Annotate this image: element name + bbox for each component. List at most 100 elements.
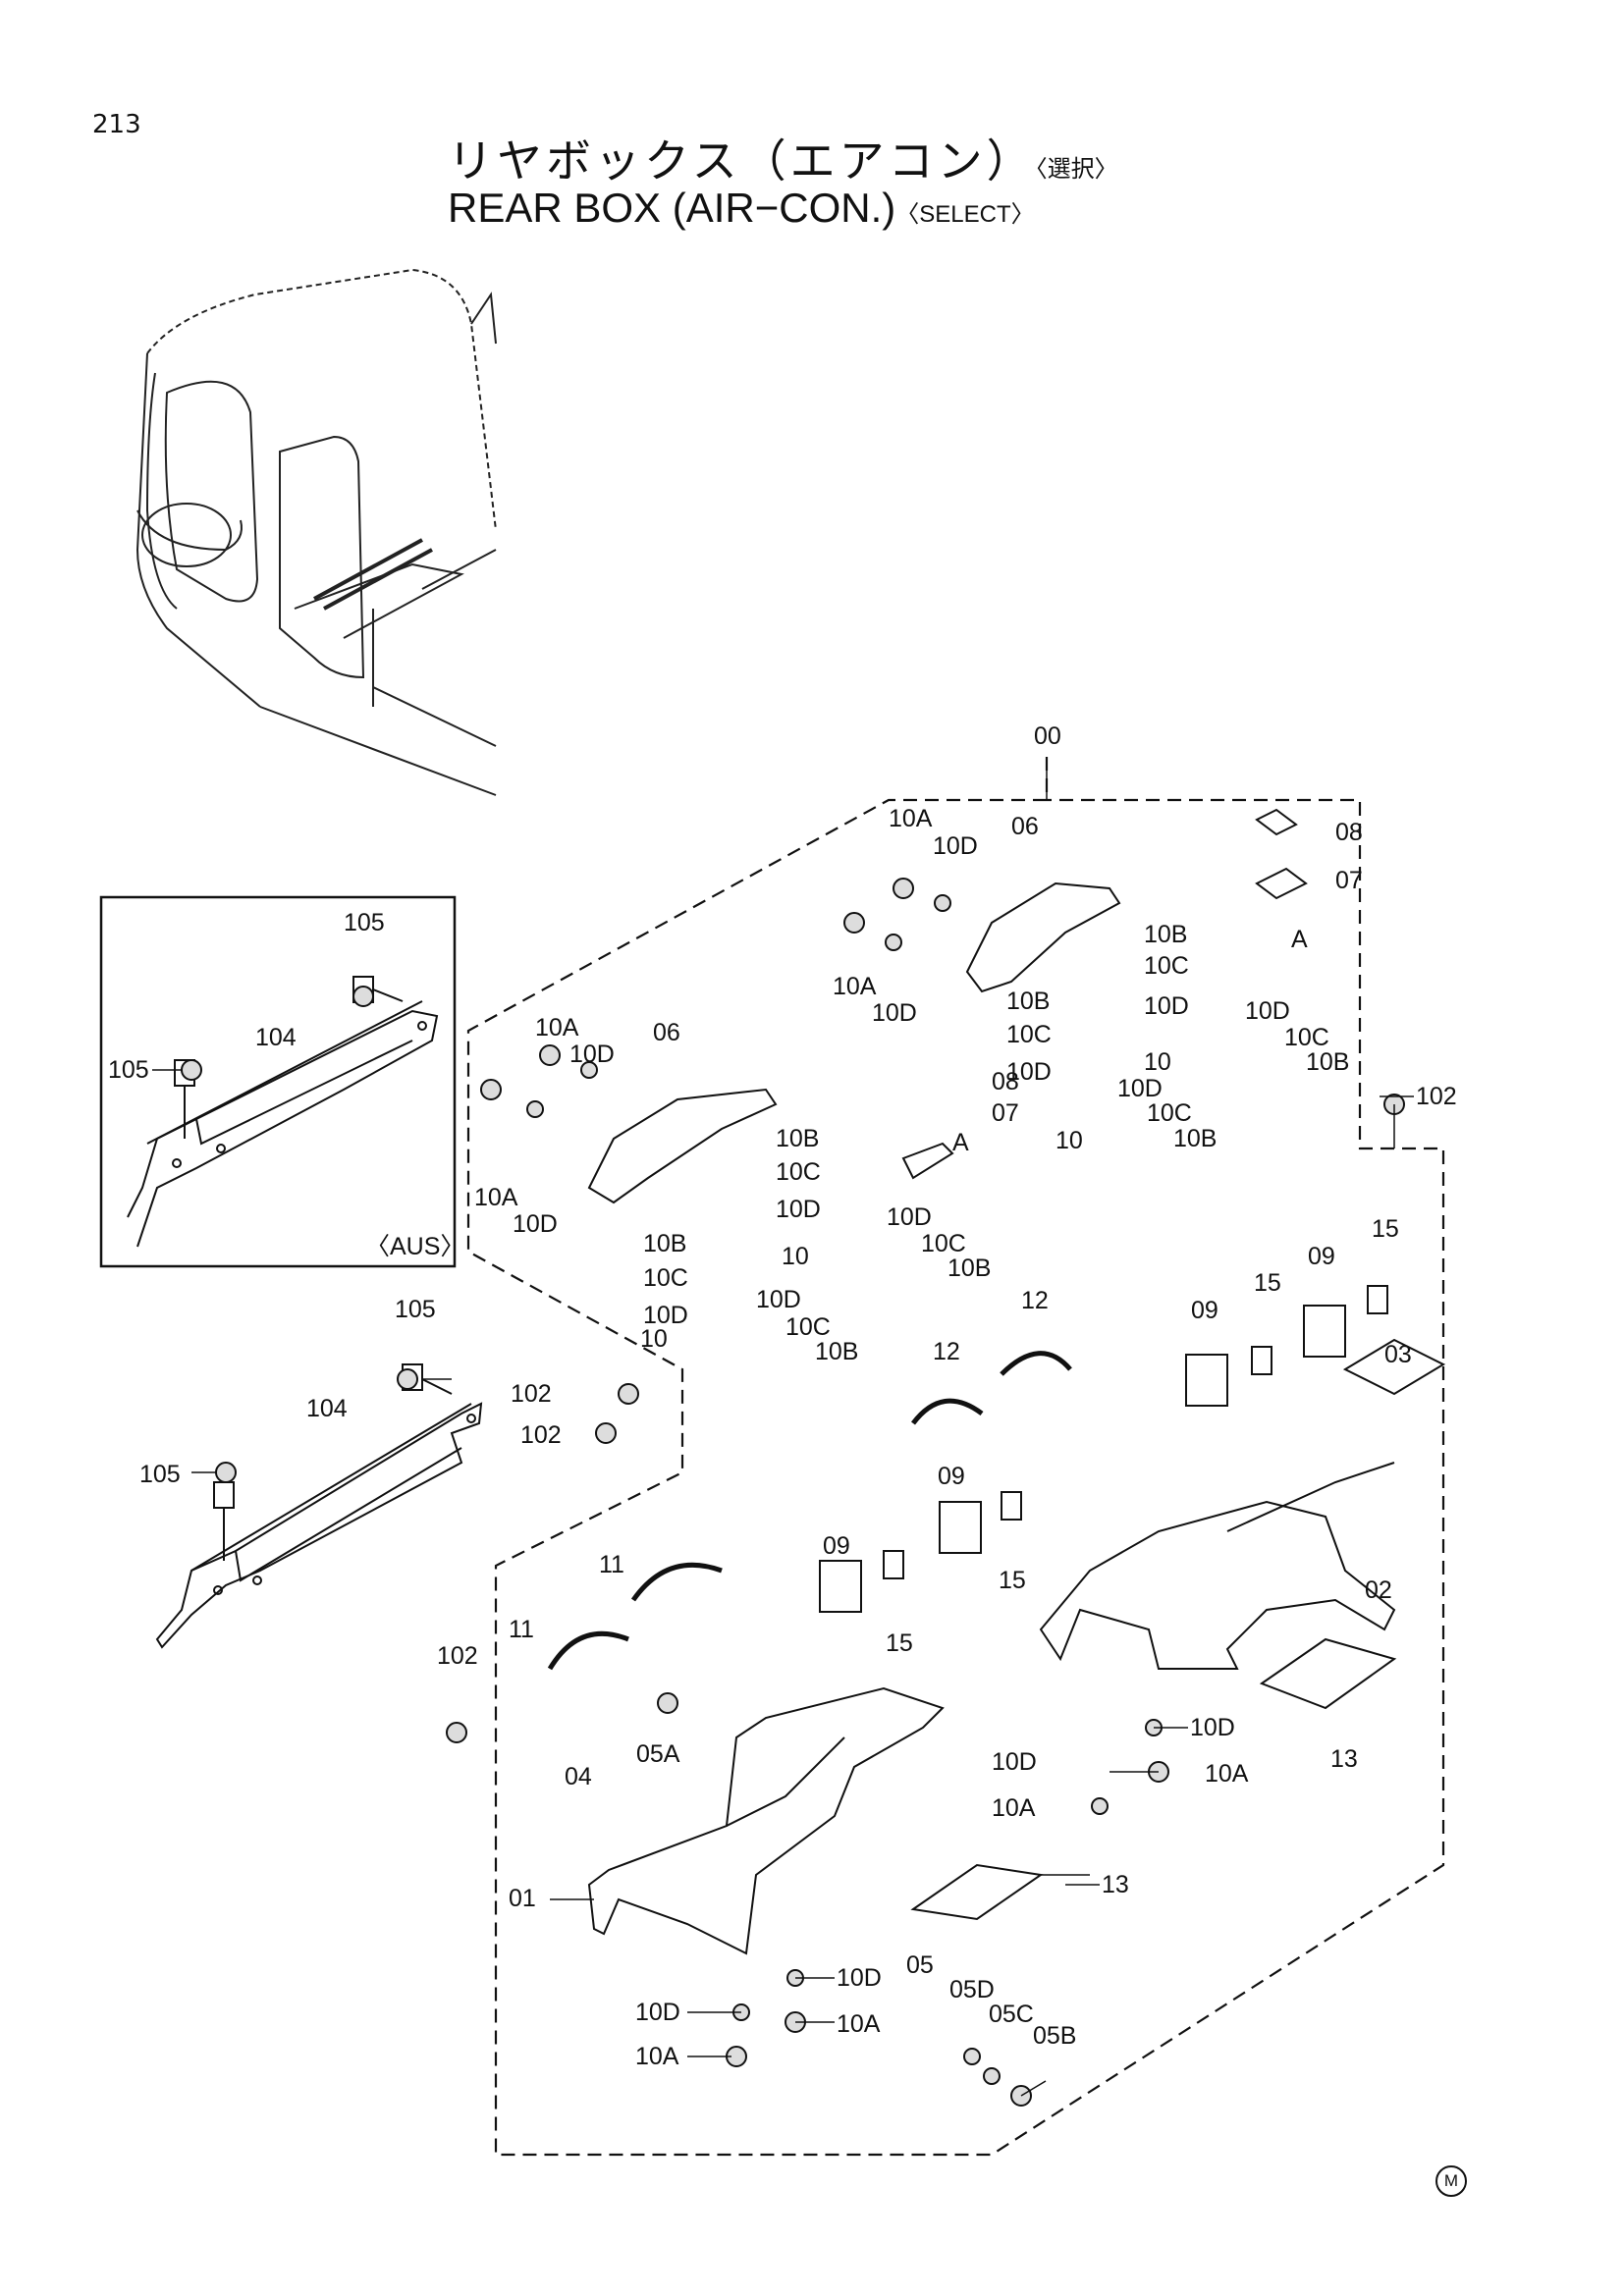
title-japanese-select: 〈選択〉 — [1035, 155, 1118, 183]
fasteners — [181, 878, 1405, 2107]
callout-12: 12 — [933, 1338, 960, 1365]
callout-15: 15 — [999, 1567, 1026, 1594]
title-english-select: 〈SELECT〉 — [895, 201, 1035, 228]
callout-10d: 10D — [569, 1041, 615, 1068]
assembly-boundary — [466, 757, 1445, 2157]
callout-05d: 05D — [949, 1976, 995, 2003]
callout-102: 102 — [1416, 1083, 1457, 1110]
callout-102: 102 — [437, 1642, 478, 1670]
callout-05c: 05C — [989, 2001, 1034, 2028]
callout-00: 00 — [1034, 722, 1061, 750]
callout-10d: 10D — [1144, 992, 1189, 1020]
callout-08: 08 — [992, 1068, 1019, 1095]
callout-10c: 10C — [921, 1230, 966, 1257]
callout-10c: 10C — [785, 1313, 831, 1341]
callout-10b: 10B — [815, 1338, 859, 1365]
callout-13: 13 — [1102, 1871, 1129, 1898]
callout-10d: 10D — [1117, 1075, 1163, 1102]
callout-10c: 10C — [1147, 1099, 1192, 1127]
callout-10d: 10D — [1006, 1058, 1052, 1086]
lower-bracket-104 — [155, 1363, 483, 1649]
callout-06: 06 — [653, 1019, 680, 1046]
callout-09: 09 — [823, 1532, 850, 1560]
manufacturer-mark: M — [1435, 2165, 1467, 2197]
callout-10a: 10A — [1205, 1760, 1249, 1788]
callout-105: 105 — [108, 1056, 149, 1084]
callout-10b: 10B — [1173, 1125, 1218, 1152]
callout-10a: 10A — [889, 805, 933, 832]
callout-10b: 10B — [776, 1125, 820, 1152]
machine-location-drawing — [135, 268, 497, 796]
callout-10b: 10B — [947, 1255, 992, 1282]
callout-07: 07 — [992, 1099, 1019, 1127]
callout-a: A — [1291, 926, 1308, 953]
callout-10c: 10C — [1144, 952, 1189, 980]
callout-11: 11 — [599, 1551, 624, 1578]
callout-10d: 10D — [837, 1964, 882, 1992]
page-number: 213 — [92, 110, 141, 139]
callout-10b: 10B — [1006, 988, 1051, 1015]
callout-104: 104 — [255, 1024, 297, 1051]
callout-10d: 10D — [756, 1286, 801, 1313]
callout-11: 11 — [509, 1616, 534, 1643]
callout-10a: 10A — [474, 1184, 518, 1211]
upper-clamps — [587, 808, 1308, 1204]
callout-10d: 10D — [872, 999, 917, 1027]
callout-05b: 05B — [1033, 2022, 1077, 2050]
callout-13: 13 — [1330, 1745, 1358, 1773]
callout-02: 02 — [1365, 1576, 1392, 1604]
callout-03: 03 — [1384, 1341, 1412, 1368]
leader-lines — [152, 766, 1414, 2097]
callout-08: 08 — [1335, 819, 1363, 846]
callout-10a: 10A — [833, 973, 877, 1000]
title-english: REAR BOX (AIR−CON.)〈SELECT〉 — [448, 185, 1035, 232]
callout-10: 10 — [1144, 1048, 1171, 1076]
pads — [910, 1338, 1446, 1921]
callout-05: 05 — [906, 1951, 934, 1979]
callout-15: 15 — [1372, 1215, 1399, 1243]
callout-15: 15 — [1254, 1269, 1281, 1297]
callout-10a: 10A — [635, 2043, 679, 2070]
lower-frames — [587, 1462, 1396, 1955]
callout-07: 07 — [1335, 867, 1363, 894]
callout-10d: 10D — [1245, 997, 1290, 1025]
aus-inset-frame — [99, 895, 457, 1268]
callout-15: 15 — [886, 1629, 913, 1657]
aus-inset-bracket — [127, 976, 439, 1248]
callout-10c: 10C — [643, 1264, 688, 1292]
callout-10c: 10C — [1284, 1024, 1329, 1051]
callout-10d: 10D — [635, 1999, 680, 2026]
callout-104: 104 — [306, 1395, 348, 1422]
title-japanese: リヤボックス（エアコン）〈選択〉 — [448, 126, 1118, 190]
callout-05a: 05A — [636, 1740, 680, 1768]
callout-105: 105 — [395, 1296, 436, 1323]
callout-102: 102 — [511, 1380, 552, 1408]
callout-10d: 10D — [776, 1196, 821, 1223]
callout-10c: 10C — [1006, 1021, 1052, 1048]
filters-and-clips — [819, 1285, 1388, 1613]
callout-10d: 10D — [887, 1203, 932, 1231]
callout-102: 102 — [520, 1421, 562, 1449]
callout-09: 09 — [1191, 1297, 1218, 1324]
callout-10: 10 — [782, 1243, 809, 1270]
title-english-text: REAR BOX (AIR−CON.) — [448, 185, 896, 231]
callout-10d: 10D — [1190, 1714, 1235, 1741]
title-japanese-text: リヤボックス（エアコン） — [448, 134, 1036, 187]
callout-09: 09 — [1308, 1243, 1335, 1270]
callout-10a: 10A — [535, 1014, 579, 1041]
callout-10d: 10D — [992, 1748, 1037, 1776]
callout-12: 12 — [1021, 1287, 1049, 1314]
callout-09: 09 — [938, 1463, 965, 1490]
callout-10b: 10B — [1144, 921, 1188, 948]
callout-10a: 10A — [837, 2010, 881, 2038]
belts — [547, 1351, 1072, 1671]
callout-10: 10 — [1056, 1127, 1083, 1154]
callout-10d: 10D — [933, 832, 978, 860]
callout-10d: 10D — [513, 1210, 558, 1238]
callout-06: 06 — [1011, 813, 1039, 840]
callout-105: 105 — [344, 909, 385, 936]
callout-10: 10 — [640, 1325, 668, 1353]
callout-a: A — [952, 1129, 969, 1156]
callout-10a: 10A — [992, 1794, 1036, 1822]
